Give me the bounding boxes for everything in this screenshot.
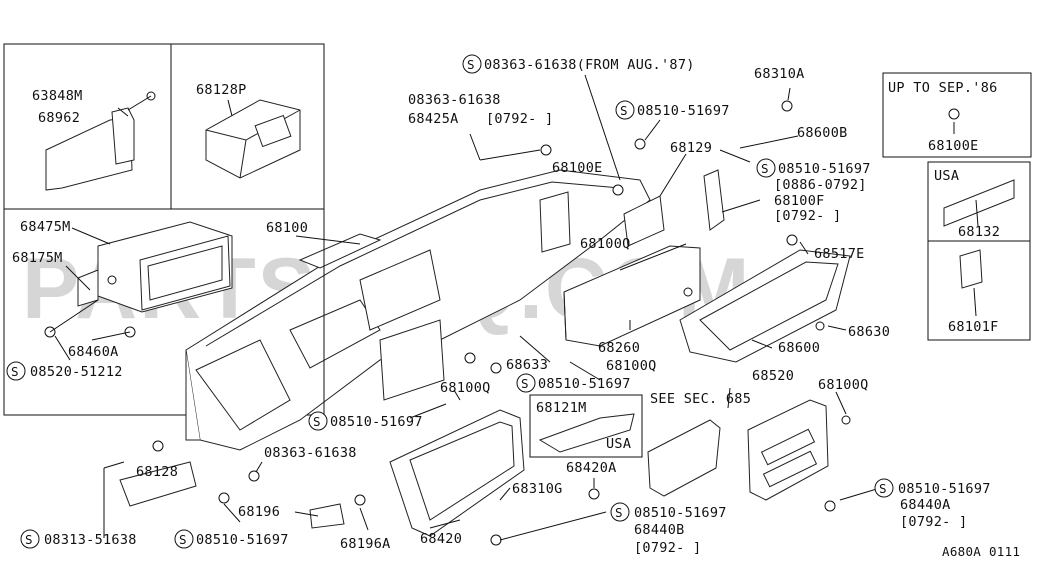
label-68100Q-c: 68100Q — [440, 380, 491, 396]
label-08313-51638: 08313-51638 — [44, 532, 137, 548]
cover-685-drawing — [647, 419, 721, 497]
label-0792-a: [0792- ] — [486, 111, 553, 127]
label-68100F: 68100F — [774, 193, 825, 209]
label-68633: 68633 — [506, 357, 548, 373]
label-68100E-a: 68100E — [552, 160, 603, 176]
label-08520-51212: 08520-51212 — [30, 364, 123, 380]
bracket-68129-drawing — [623, 169, 725, 247]
label-68600: 68600 — [778, 340, 820, 356]
label-08363-61638-b: 08363-61638 — [264, 445, 357, 461]
label-68128: 68128 — [136, 464, 178, 480]
label-68460A: 68460A — [68, 344, 119, 360]
label-68630: 68630 — [848, 324, 890, 340]
label-68420A: 68420A — [566, 460, 617, 476]
svg-text:S: S — [467, 57, 475, 72]
lid-68420-drawing — [389, 409, 525, 537]
label-68440A: 68440A — [900, 497, 951, 513]
label-up-to-sep86: UP TO SEP.'86 — [888, 80, 998, 96]
label-68175M: 68175M — [12, 250, 63, 266]
label-0792-c: [0792- ] — [634, 540, 701, 556]
label-08363-61638-from-aug87: 08363-61638(FROM AUG.'87) — [484, 57, 695, 73]
label-0792-d: [0792- ] — [900, 514, 967, 530]
svg-text:S: S — [179, 532, 187, 547]
label-68600B: 68600B — [797, 125, 848, 141]
svg-text:S: S — [879, 481, 887, 496]
screws-group — [152, 100, 851, 546]
label-68196A: 68196A — [340, 536, 391, 552]
label-68101F: 68101F — [948, 319, 999, 335]
glovebox-68260-drawing — [563, 245, 701, 347]
lid-68600-drawing — [679, 249, 851, 363]
label-usa-68121M: USA — [606, 436, 631, 452]
label-68121M: 68121M — [536, 400, 587, 416]
svg-text:S: S — [313, 414, 321, 429]
s-markers: S S S S S S S S S S — [6, 54, 894, 549]
svg-text:S: S — [615, 505, 623, 520]
label-68520: 68520 — [752, 368, 794, 384]
label-0886-0792: [0886-0792] — [774, 177, 867, 193]
label-08510-51697-f: 08510-51697 — [634, 505, 727, 521]
leader-lines — [54, 74, 979, 541]
label-68425A: 68425A — [408, 111, 459, 127]
label-68132: 68132 — [958, 224, 1000, 240]
label-see-sec-685: SEE SEC. 685 — [650, 391, 751, 407]
svg-text:S: S — [761, 161, 769, 176]
label-08510-51697-d: 08510-51697 — [330, 414, 423, 430]
label-usa-inset: USA — [934, 168, 959, 184]
label-68517E: 68517E — [814, 246, 865, 262]
bracket-68128-drawing — [119, 461, 345, 529]
svg-text:S: S — [11, 364, 19, 379]
label-68310A: 68310A — [754, 66, 805, 82]
label-68100Q-d: 68100Q — [818, 377, 869, 393]
label-68100Q-b: 68100Q — [606, 358, 657, 374]
label-68420: 68420 — [420, 531, 462, 547]
figure-code: A680A 0111 — [942, 544, 1020, 559]
label-68100Q-a: 68100Q — [580, 236, 631, 252]
label-68100E-b: 68100E — [928, 138, 979, 154]
label-68475M: 68475M — [20, 219, 71, 235]
label-68962: 68962 — [38, 110, 80, 126]
box-68128P-drawing — [205, 99, 301, 179]
label-08510-51697-e: 08510-51697 — [196, 532, 289, 548]
svg-text:S: S — [620, 103, 628, 118]
label-68310G: 68310G — [512, 481, 563, 497]
inset-right-group — [882, 72, 1032, 341]
label-68100: 68100 — [266, 220, 308, 236]
panel-68520-drawing — [747, 399, 829, 501]
label-63848M: 63848M — [32, 88, 83, 104]
label-08510-51697-g: 08510-51697 — [898, 481, 991, 497]
label-08510-51697-a: 08510-51697 — [637, 103, 730, 119]
label-08363-61638-a: 08363-61638 — [408, 92, 501, 108]
label-68129: 68129 — [670, 140, 712, 156]
piece-68121M-drawing — [529, 394, 643, 458]
svg-text:S: S — [25, 532, 33, 547]
label-68128P: 68128P — [196, 82, 247, 98]
pocket-68475M-drawing — [44, 221, 233, 338]
label-68440B: 68440B — [634, 522, 685, 538]
label-08510-51697-c: 08510-51697 — [538, 376, 631, 392]
label-68260: 68260 — [598, 340, 640, 356]
bracket-68962-drawing — [45, 91, 156, 191]
label-08510-51697-b: 08510-51697 — [778, 161, 871, 177]
label-0792-b: [0792- ] — [774, 208, 841, 224]
svg-text:S: S — [521, 376, 529, 391]
label-68196: 68196 — [238, 504, 280, 520]
inset-right-drawings — [943, 108, 1015, 289]
dashboard-68100-drawing — [185, 169, 651, 451]
